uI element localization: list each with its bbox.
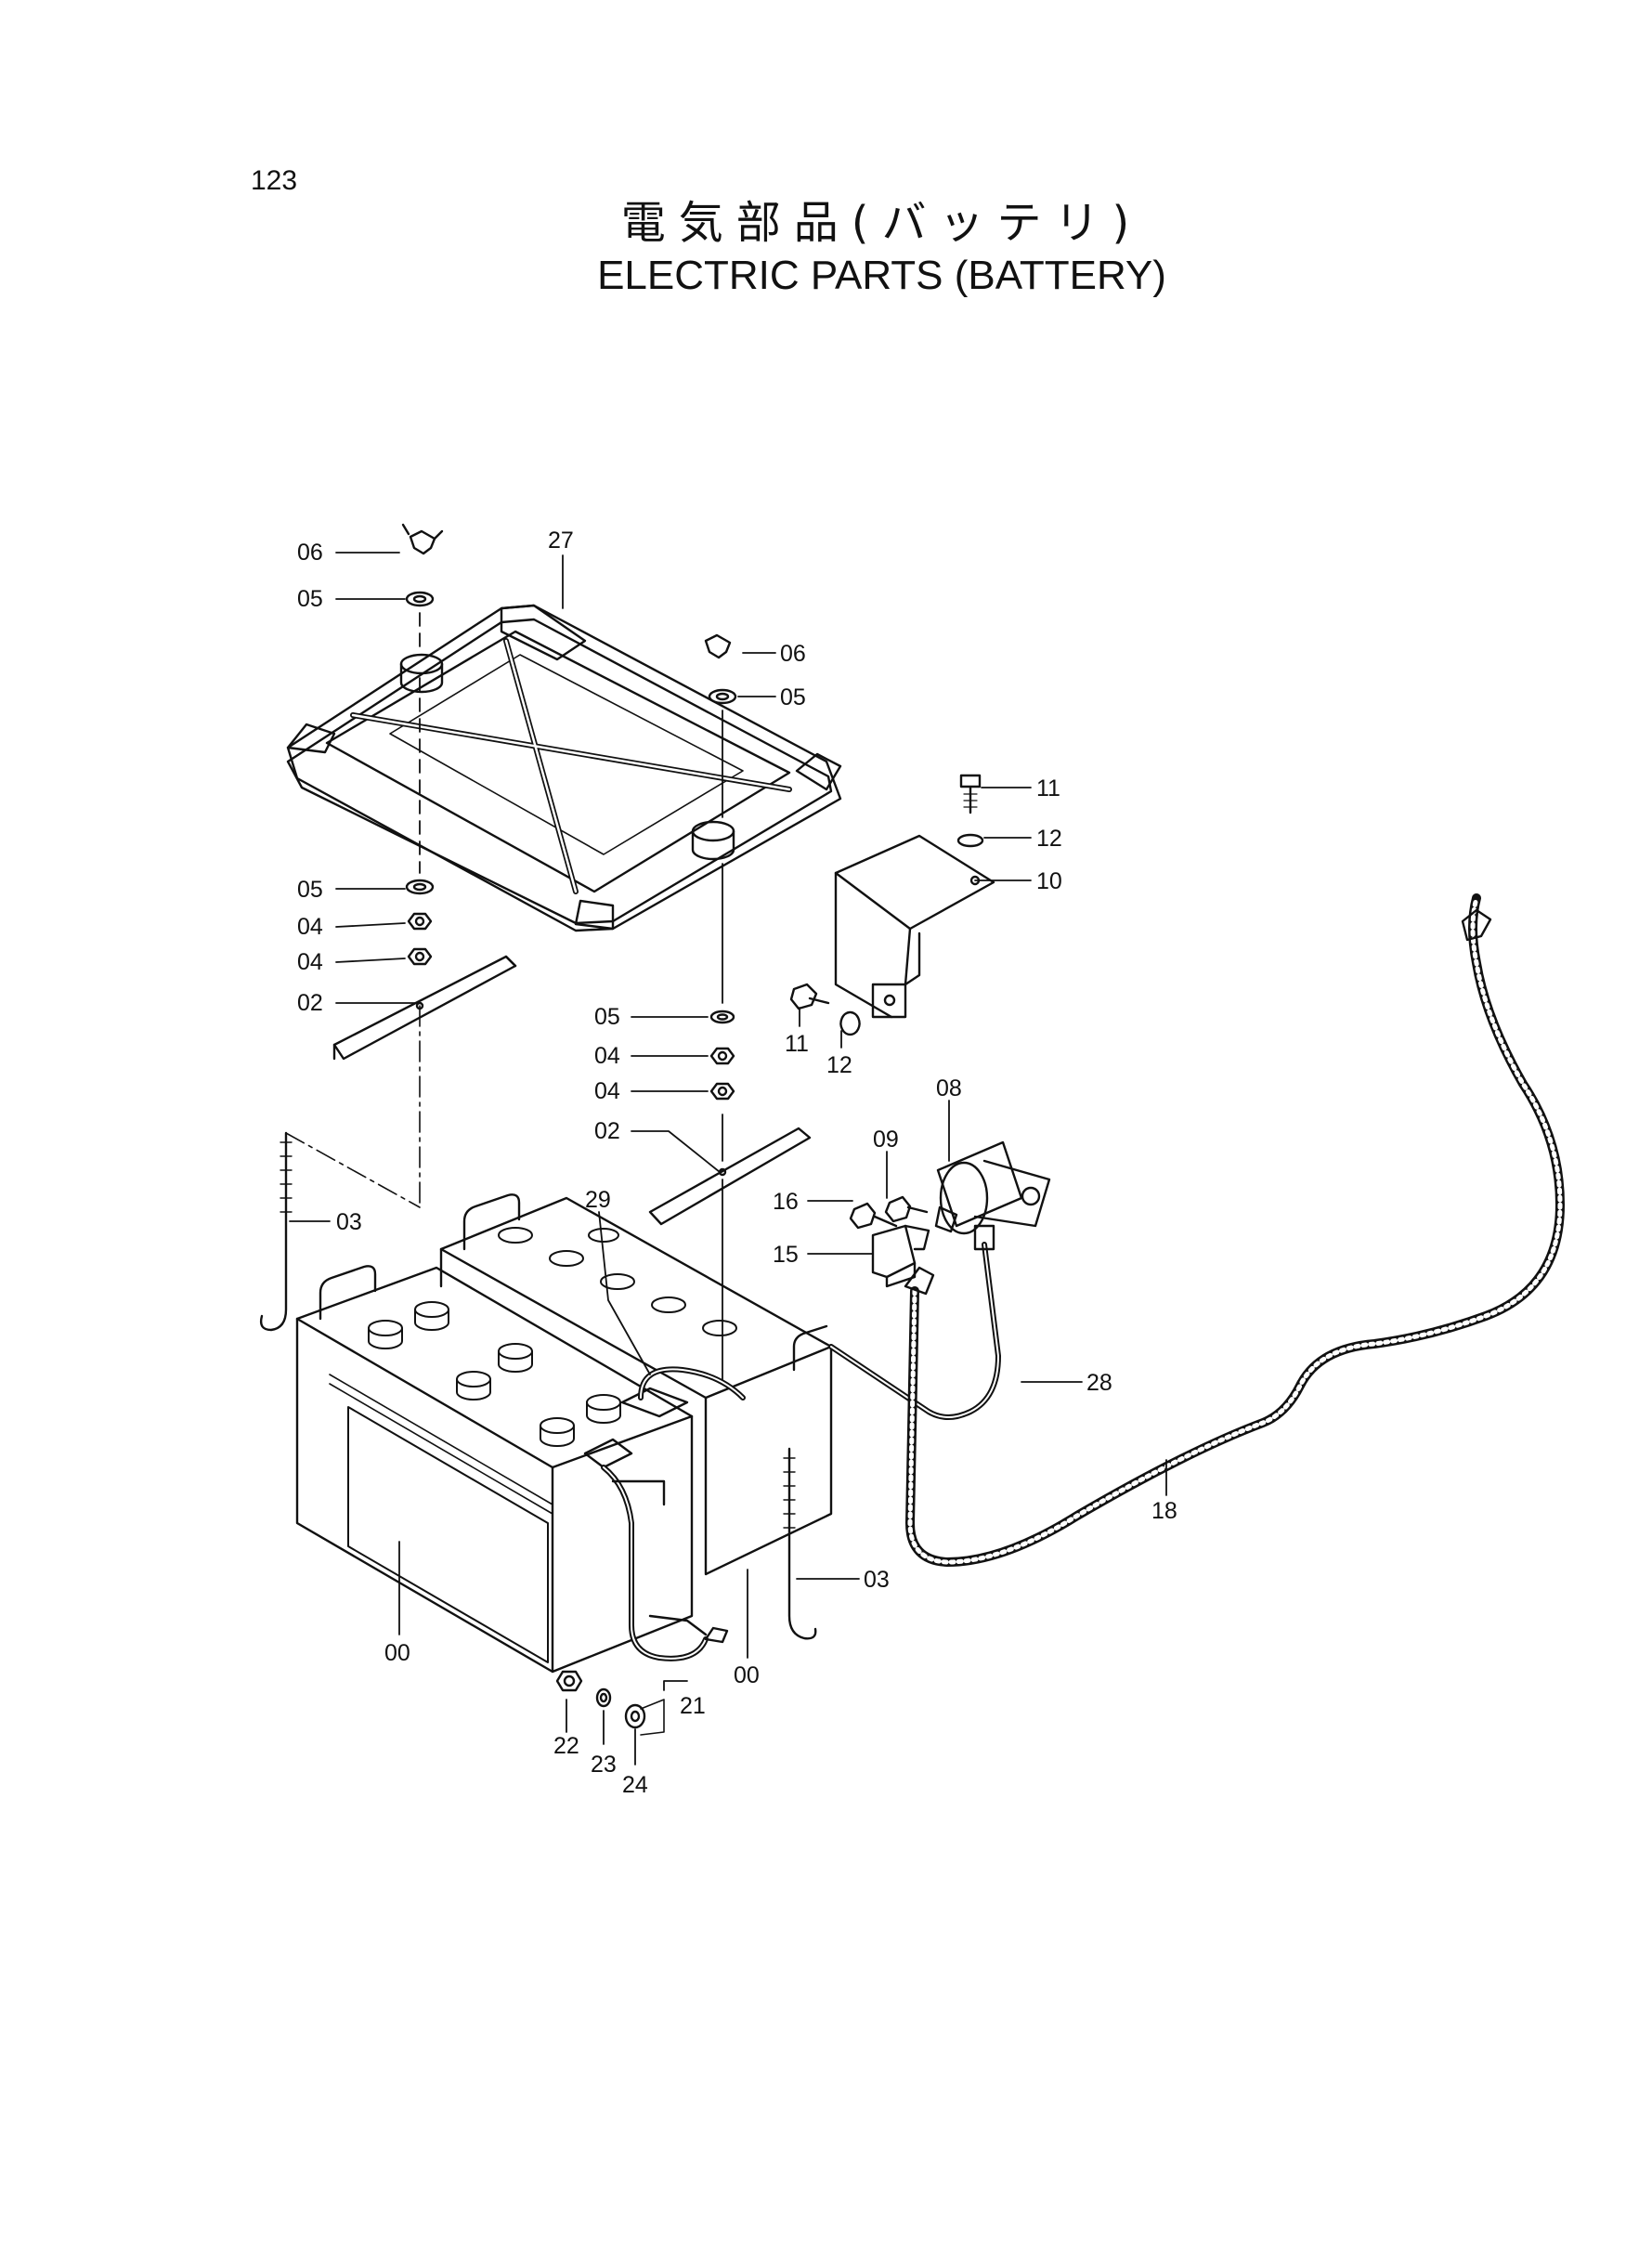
- title-japanese: 電気部品(バッテリ): [620, 197, 1143, 249]
- cables: [601, 893, 1565, 1661]
- callout-05-right: 05: [780, 684, 806, 710]
- battery-cover: [286, 604, 842, 932]
- callout-02-center: 02: [594, 1118, 620, 1144]
- callout-08: 08: [936, 1075, 962, 1101]
- callout-00-left: 00: [384, 1640, 410, 1666]
- callout-03-left: 03: [336, 1209, 362, 1235]
- relay: [849, 1140, 1051, 1288]
- callout-11-lower: 11: [785, 1031, 809, 1057]
- callout-28: 28: [1086, 1370, 1112, 1396]
- callout-21: 21: [680, 1693, 706, 1719]
- title-english: ELECTRIC PARTS (BATTERY): [597, 253, 1166, 298]
- page-number: 123: [251, 165, 298, 196]
- bracket: [789, 774, 995, 1036]
- callout-05-top-left: 05: [297, 586, 323, 612]
- callout-18: 18: [1151, 1498, 1177, 1524]
- callout-02-left: 02: [297, 990, 323, 1016]
- callout-06-top-left: 06: [297, 540, 323, 566]
- callout-29: 29: [585, 1187, 611, 1213]
- callout-03-right: 03: [864, 1567, 890, 1593]
- callout-12-top: 12: [1036, 826, 1062, 852]
- callout-24: 24: [622, 1772, 648, 1798]
- callout-09: 09: [873, 1127, 899, 1153]
- battery-front: [295, 1265, 694, 1674]
- left-hardware: [285, 523, 517, 1208]
- callout-06-right: 06: [780, 641, 806, 667]
- callout-10: 10: [1036, 868, 1062, 894]
- right-hardware: [648, 633, 812, 1385]
- callout-12-lower: 12: [826, 1052, 852, 1078]
- callout-04-center-b: 04: [594, 1078, 620, 1104]
- callout-22: 22: [553, 1733, 579, 1759]
- callout-04-left-a: 04: [297, 914, 323, 940]
- callout-23: 23: [591, 1752, 617, 1778]
- callout-11-top: 11: [1036, 775, 1060, 801]
- hold-down-rods: [259, 1131, 817, 1640]
- leader-lines: [289, 552, 1167, 1765]
- callout-00-right: 00: [734, 1662, 760, 1688]
- callout-05-center: 05: [594, 1004, 620, 1030]
- callout-04-left-b: 04: [297, 949, 323, 975]
- terminal-hardware: [555, 1670, 665, 1736]
- callout-04-center-a: 04: [594, 1043, 620, 1069]
- callout-27: 27: [548, 528, 574, 554]
- callout-05-mid-left: 05: [297, 877, 323, 903]
- callout-15: 15: [773, 1242, 799, 1268]
- callout-16: 16: [773, 1189, 799, 1215]
